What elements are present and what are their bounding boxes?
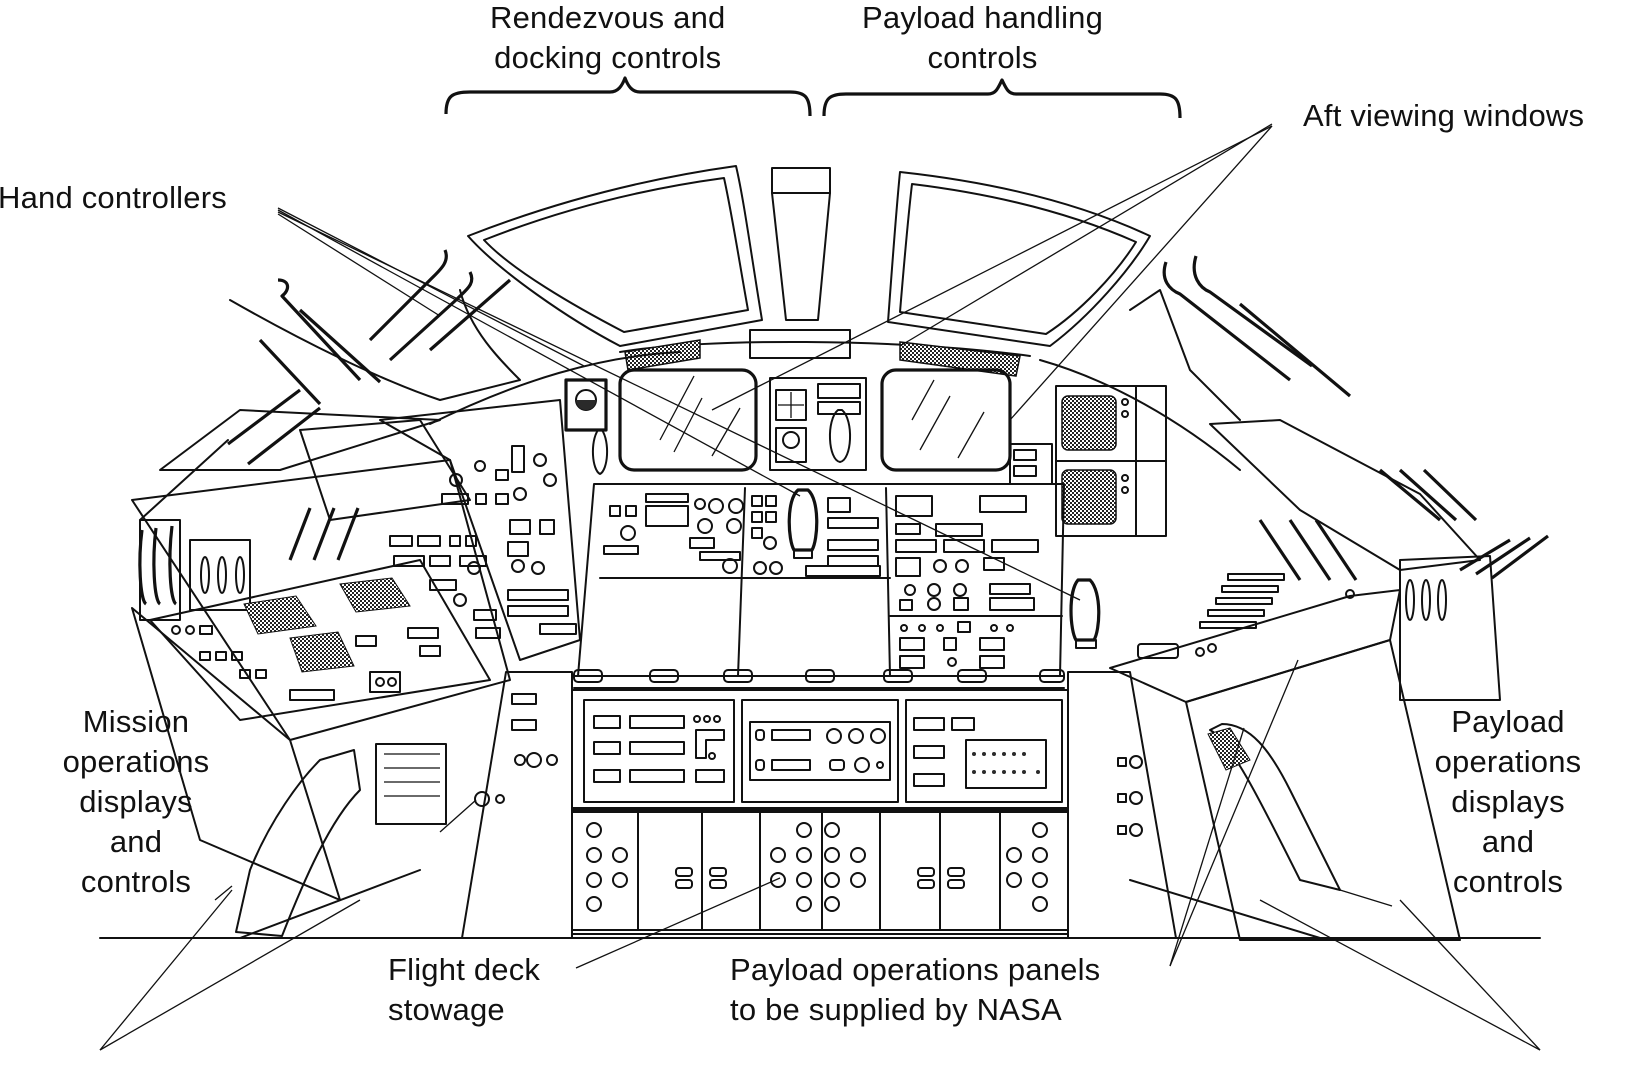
label-line: controls [927, 40, 1038, 75]
label-line: Rendezvous and [490, 0, 726, 35]
label-line: Hand controllers [0, 180, 227, 215]
label-line: Payload [1451, 704, 1565, 739]
hand-controller-right [1069, 578, 1101, 649]
label-rendezvous-docking-controls: Rendezvous and docking controls [490, 0, 725, 78]
label-line: Payload handling [862, 0, 1104, 35]
label-line: controls [80, 864, 192, 899]
label-line: Aft viewing windows [1303, 98, 1585, 133]
label-line: docking controls [494, 40, 722, 75]
label-aft-viewing-windows: Aft viewing windows [1303, 96, 1584, 136]
console-handrail [573, 669, 1065, 689]
label-line: and [1481, 824, 1535, 859]
label-line: displays [79, 784, 193, 819]
payload-ops-station [1109, 255, 1549, 941]
label-flight-deck-stowage: Flight deck stowage [388, 950, 540, 1030]
stowage-lockers [571, 811, 1069, 939]
label-line: Payload operations panels [730, 952, 1101, 987]
label-line: controls [1452, 864, 1564, 899]
label-line: Mission [82, 704, 190, 739]
label-line: and [109, 824, 163, 859]
label-line: operations [62, 744, 210, 779]
cctv-monitors [1055, 385, 1167, 537]
label-mission-operations: Mission operations displays and controls [50, 702, 222, 902]
label-payload-operations: Payload operations displays and controls [1422, 702, 1594, 902]
aft-viewing-window-right [880, 368, 1012, 472]
rendezvous-center-panel [769, 377, 867, 471]
label-line: Flight deck [388, 952, 541, 987]
window-center-post [771, 167, 831, 321]
label-line: displays [1451, 784, 1565, 819]
leader-lines [99, 123, 1541, 1051]
brace-rendezvous [444, 76, 812, 117]
label-line: operations [1434, 744, 1582, 779]
aft-viewing-window-left [618, 368, 758, 472]
payload-panels-nasa [571, 689, 1069, 811]
label-line: stowage [388, 992, 505, 1027]
brace-payload-handling [822, 78, 1182, 119]
center-console-upper [577, 483, 1065, 677]
hand-controller-left-upper [564, 378, 608, 475]
label-nasa-payload-panels: Payload operations panels to be supplied… [730, 950, 1100, 1030]
mission-ops-station [131, 249, 581, 901]
overhead-window-left [467, 165, 763, 347]
overhead-window-right [887, 171, 1151, 347]
label-payload-handling-controls: Payload handling controls [862, 0, 1103, 78]
hand-controller-mission-ops [235, 743, 447, 937]
label-hand-controllers: Hand controllers [0, 178, 227, 218]
label-line: to be supplied by NASA [730, 992, 1062, 1027]
